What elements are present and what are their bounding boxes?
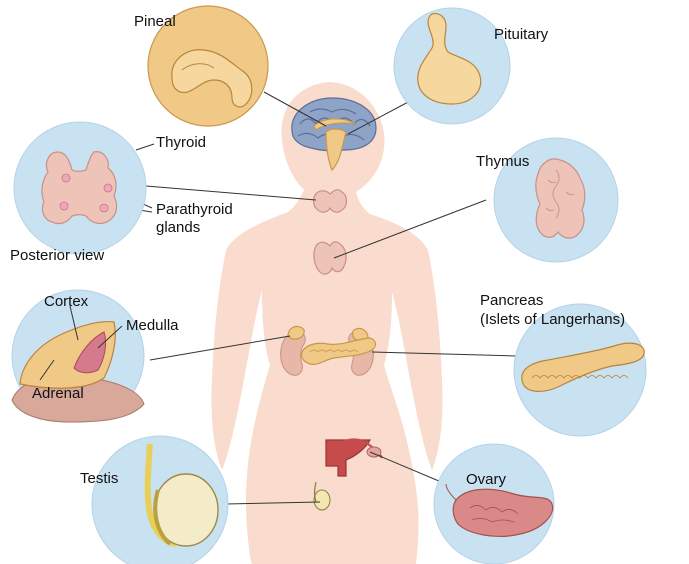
label-thyroid: Thyroid	[156, 134, 206, 151]
parathyroid-gland-1	[62, 174, 70, 182]
label-cortex: Cortex	[44, 293, 88, 310]
label-parathyroid-2: glands	[156, 219, 200, 236]
parathyroid-gland-4	[100, 204, 108, 212]
label-pancreas-1: Pancreas	[480, 292, 543, 309]
testis-inset	[92, 436, 228, 564]
leader-pancreas	[372, 352, 516, 356]
label-pituitary: Pituitary	[494, 26, 548, 43]
label-posterior-view: Posterior view	[10, 247, 104, 264]
leader-thyroid-tick	[136, 144, 154, 150]
thyroid-inset	[14, 122, 146, 254]
label-pancreas-2: (Islets of Langerhans)	[480, 311, 625, 328]
label-pineal: Pineal	[134, 13, 176, 30]
label-testis: Testis	[80, 470, 118, 487]
leader-thyroid	[146, 186, 316, 200]
testis-body-gland	[314, 490, 330, 510]
label-thymus: Thymus	[476, 153, 529, 170]
label-adrenal: Adrenal	[32, 385, 84, 402]
label-parathyroid-1: Parathyroid	[156, 201, 233, 218]
label-ovary: Ovary	[466, 471, 506, 488]
thymus-body-gland	[314, 242, 346, 274]
ovary-inset	[434, 444, 554, 564]
thyroid-body-gland	[314, 190, 347, 212]
parathyroid-gland-2	[60, 202, 68, 210]
pituitary-inset	[394, 8, 510, 124]
parathyroid-gland-3	[104, 184, 112, 192]
label-medulla: Medulla	[126, 317, 179, 334]
